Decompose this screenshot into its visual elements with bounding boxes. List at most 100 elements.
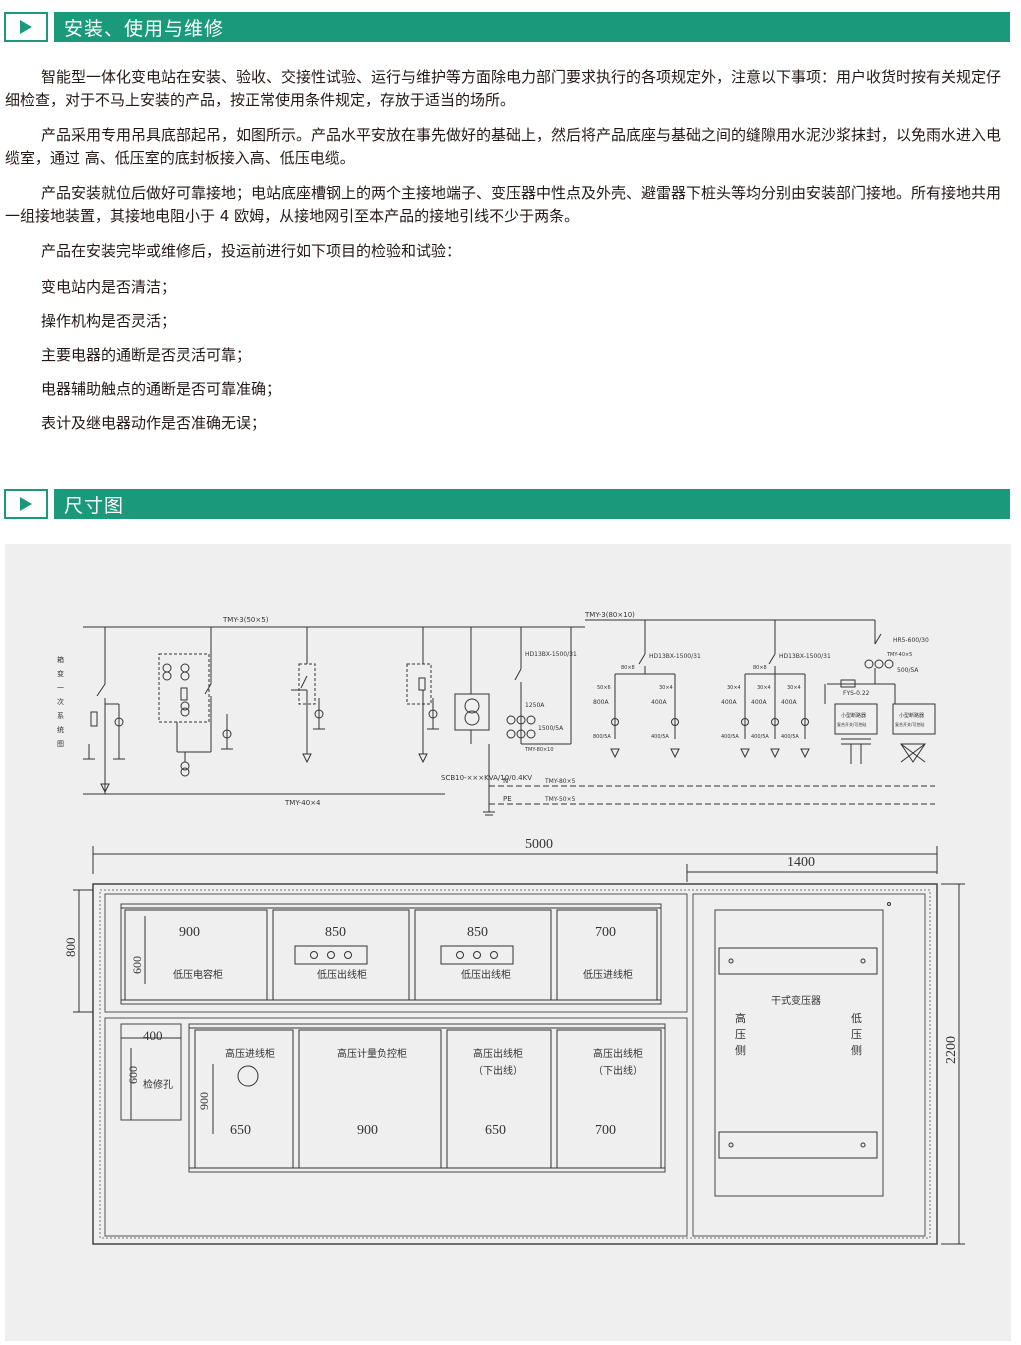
layout-plan: 5000 1400 800 2200 600 900 xyxy=(63,837,965,1245)
feeder1-branch-bus: 50×6 xyxy=(597,685,611,691)
transformer-room-label: 干式变压器 xyxy=(771,994,821,1007)
paragraph-2: 产品采用专用吊具底部起吊，如图所示。产品水平安放在事先做好的基础上，然后将产品底… xyxy=(5,126,1002,167)
high-panel-label: 高压计量负控柜 xyxy=(337,1047,407,1060)
high-panel-label: 高压出线柜 xyxy=(593,1047,643,1060)
feeder1-branch-bus: 30×4 xyxy=(659,685,673,691)
hv-side-char: 高 xyxy=(735,1011,746,1025)
feeder1-ct: 400/5A xyxy=(651,734,669,740)
arrester-label: FYS-0.22 xyxy=(843,690,870,697)
side-label-char: 图 xyxy=(57,740,64,748)
busbar-top-left-label: TMY-3(50×5) xyxy=(222,616,269,624)
cap-box-label: 小型断路器 xyxy=(841,712,866,719)
feeder2-breaker: 400A xyxy=(781,699,797,706)
low-panel-label: 低压出线柜 xyxy=(461,968,511,981)
lv-side-char: 侧 xyxy=(851,1044,862,1057)
dim-total-height: 2200 xyxy=(944,1036,959,1064)
high-panel-sub: （下出线） xyxy=(593,1064,643,1077)
side-label-char: 统 xyxy=(57,725,64,734)
dim-high-depth: 900 xyxy=(197,1092,211,1110)
paragraph-3: 产品安装就位后做好可靠接地；电站底座槽钢上的两个主接地端子、变压器中性点及外壳、… xyxy=(5,184,1002,225)
inspection-depth: 600 xyxy=(126,1066,140,1084)
dimension-drawing: 箱 变 一 次 系 统 图 TMY-3(50×5) TMY-40×4 xyxy=(57,611,965,1245)
pe-bus-label: TMY-50×5 xyxy=(544,796,576,803)
feeder1-breaker: 800A xyxy=(593,699,609,706)
section-title: 尺寸图 xyxy=(64,494,125,517)
feeder2-branch-bus: 30×4 xyxy=(787,685,801,691)
side-label-char: 系 xyxy=(57,711,64,720)
dim-low-depth: 800 xyxy=(63,938,78,958)
lv-side-char: 低 xyxy=(851,1012,862,1025)
incoming-breaker-label: 1250A xyxy=(525,702,545,709)
cap-bus-label: TMY-40×5 xyxy=(886,652,912,658)
paragraph-1: 智能型一体化变电站在安装、验收、交接性试验、运行与维护等方面除电力部门要求执行的… xyxy=(5,68,1002,109)
high-panel-width: 700 xyxy=(595,1123,616,1138)
section-header-dimensions: 尺寸图 xyxy=(4,489,1010,519)
check-item: 表计及继电器动作是否准确无误； xyxy=(41,414,267,432)
high-panel-label: 高压出线柜 xyxy=(473,1047,523,1060)
dim-low-panel-depth: 600 xyxy=(130,956,144,974)
check-item: 电器辅助触点的通断是否可靠准确； xyxy=(41,380,282,398)
feeder2-ct: 400/5A xyxy=(751,734,769,740)
incoming-ct-label: 1500/5A xyxy=(538,725,564,732)
high-panel-label: 高压进线柜 xyxy=(225,1047,275,1060)
n-bus-label: TMY-80×5 xyxy=(544,778,576,785)
feeder2-bus-label: 80×8 xyxy=(753,665,767,671)
low-panel-label: 低压电容柜 xyxy=(173,968,223,981)
feeder2-breaker: 400A xyxy=(751,699,767,706)
low-panel-label: 低压进线柜 xyxy=(583,968,633,981)
feeder2-breaker: 400A xyxy=(721,699,737,706)
feeder2-ct: 400/5A xyxy=(781,734,799,740)
pe-line-label: PE xyxy=(503,795,512,803)
low-panel-width: 900 xyxy=(179,925,200,940)
dimension-figure: 箱 变 一 次 系 统 图 TMY-3(50×5) TMY-40×4 xyxy=(5,544,1011,1341)
feeder1-bus-label: 80×8 xyxy=(621,665,635,671)
high-panel-width: 650 xyxy=(485,1123,506,1138)
check-item: 操作机构是否灵活； xyxy=(41,312,177,330)
low-panel-width: 700 xyxy=(595,925,616,940)
feeder2-ct: 400/5A xyxy=(721,734,739,740)
side-label-char: 变 xyxy=(57,669,64,678)
section-header-install: 安装、使用与维修 xyxy=(4,12,1010,42)
side-label-char: 次 xyxy=(57,697,64,706)
inspection-label: 检修孔 xyxy=(143,1078,173,1091)
check-item: 主要电器的通断是否灵活可靠； xyxy=(41,346,252,364)
cap-ct-label: 500/5A xyxy=(897,667,919,674)
hv-side-char: 压 xyxy=(735,1028,746,1041)
incoming-bus-label: TMY-80×10 xyxy=(524,747,554,753)
low-panel-label: 低压出线柜 xyxy=(317,968,367,981)
high-panel-width: 650 xyxy=(230,1123,251,1138)
feeder1-switch-label: HD13BX-1500/31 xyxy=(649,653,701,660)
hv-side-char: 侧 xyxy=(735,1044,746,1057)
feeder1-breaker: 400A xyxy=(651,699,667,706)
inspection-width: 400 xyxy=(143,1028,163,1043)
play-triangle-icon xyxy=(4,489,48,519)
feeder2-branch-bus: 30×4 xyxy=(757,685,771,691)
schematic: 箱 变 一 次 系 统 图 TMY-3(50×5) TMY-40×4 xyxy=(57,611,936,816)
n-line-label: N xyxy=(503,777,508,785)
low-panel-width: 850 xyxy=(325,925,346,940)
feeder2-branch-bus: 30×4 xyxy=(727,685,741,691)
cap-box-sub: 复合开关/可控硅 xyxy=(895,721,924,727)
cap-switch-label: HR5-600/30 xyxy=(893,637,929,644)
side-label-char: 一 xyxy=(57,684,64,692)
side-label-char: 箱 xyxy=(57,655,64,664)
incoming-switch-label: HD13BX-1500/31 xyxy=(525,651,577,658)
dim-transformer-width: 1400 xyxy=(787,855,815,870)
dim-total-width: 5000 xyxy=(525,837,553,852)
feeder1-ct: 800/5A xyxy=(593,734,611,740)
lv-side-char: 压 xyxy=(851,1028,862,1041)
high-panel-width: 900 xyxy=(357,1123,378,1138)
high-panel-sub: （下出线） xyxy=(473,1064,523,1077)
busbar-top-right-label: TMY-3(80×10) xyxy=(584,611,635,619)
play-triangle-icon xyxy=(4,12,48,42)
schematic-side-label: 箱 变 一 次 系 统 图 xyxy=(57,655,64,748)
paragraph-4: 产品在安装完毕或维修后，投运前进行如下项目的检验和试验： xyxy=(41,242,462,260)
busbar-bottom-label: TMY-40×4 xyxy=(284,799,321,807)
cap-box-label: 小型断路器 xyxy=(899,712,924,719)
check-item: 变电站内是否清洁； xyxy=(41,278,177,296)
transformer-label: SCB10-×××KVA/10/0.4KV xyxy=(441,774,532,782)
section-title: 安装、使用与维修 xyxy=(64,17,225,40)
low-panel-width: 850 xyxy=(467,925,488,940)
feeder2-switch-label: HD13BX-1500/31 xyxy=(779,653,831,660)
cap-box-sub: 复合开关/可控硅 xyxy=(837,721,866,727)
